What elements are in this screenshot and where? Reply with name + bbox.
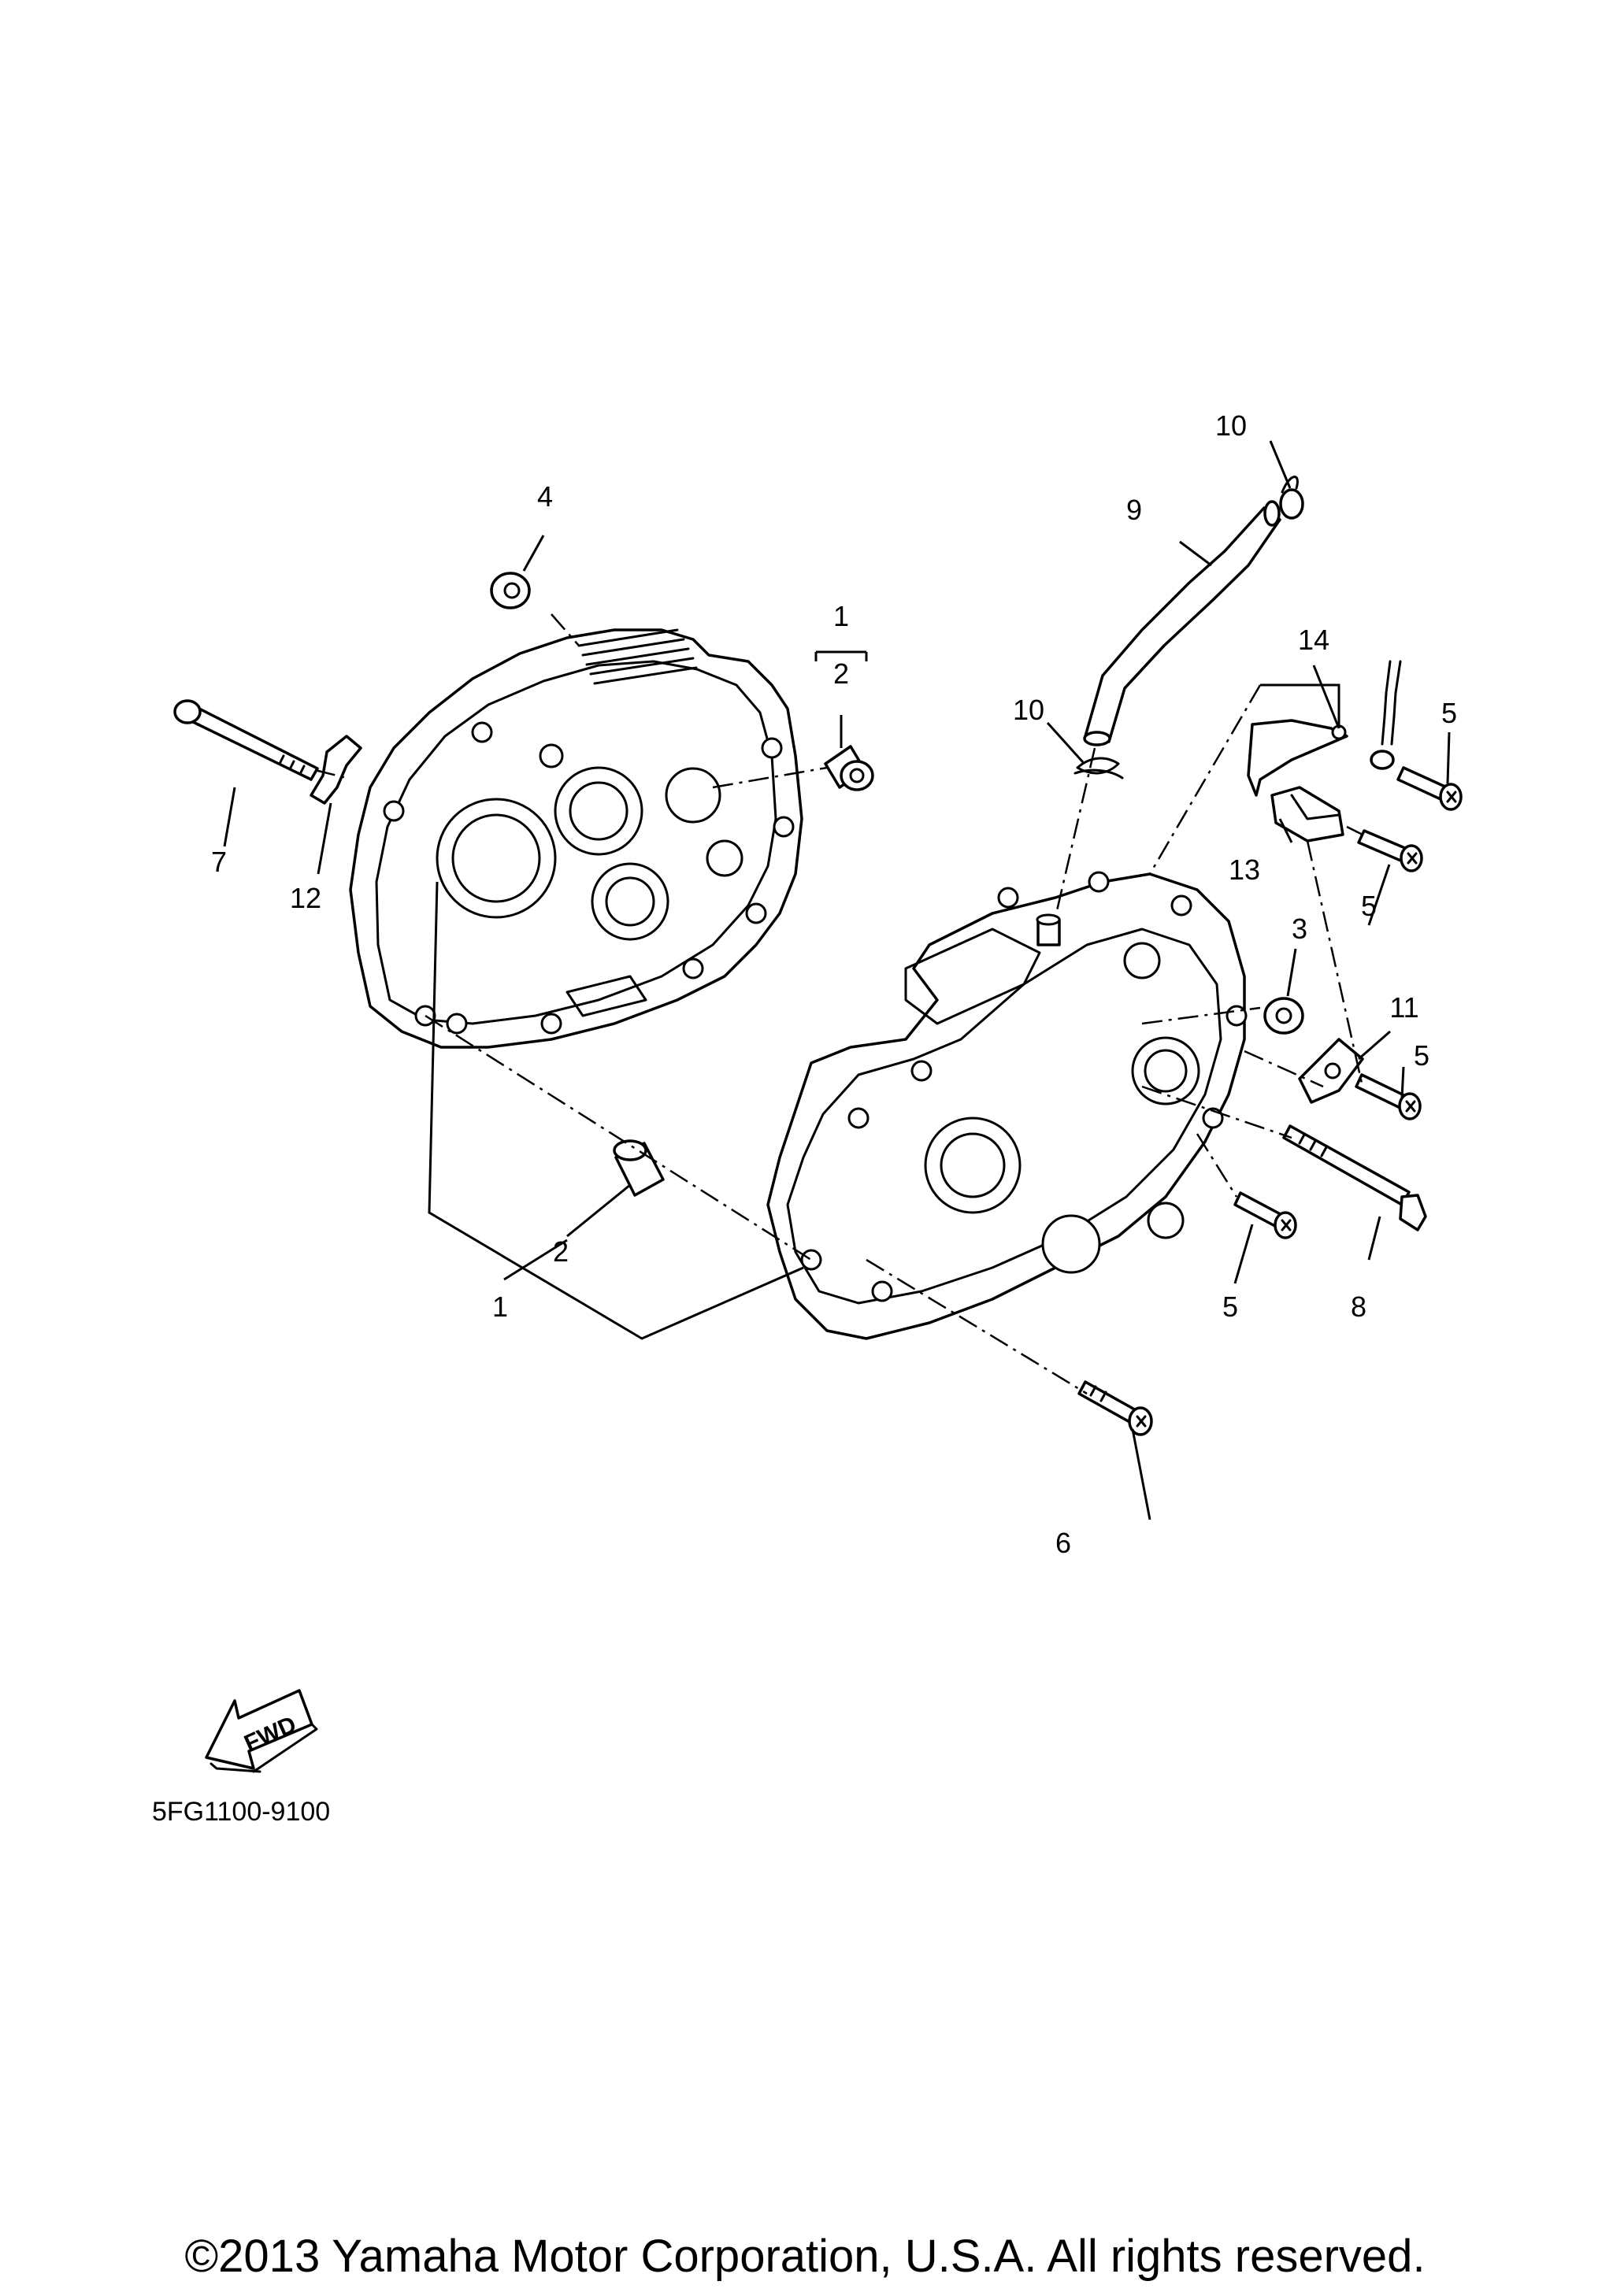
bolt-part-5-c <box>1355 1073 1422 1120</box>
lead-wire <box>1370 660 1402 770</box>
leader-lines <box>223 440 1451 1520</box>
callout-10-mid: 10 <box>1013 694 1044 726</box>
callout-14: 14 <box>1298 624 1329 656</box>
washer-part-4 <box>490 572 531 609</box>
callout-13: 13 <box>1229 854 1260 886</box>
callout-10-top: 10 <box>1215 409 1247 442</box>
callout-12: 12 <box>290 882 321 914</box>
left-crankcase-half <box>349 628 803 1049</box>
right-crankcase-half <box>766 871 1248 1340</box>
callout-labels: 1 2 1 2 3 4 5 5 5 5 6 7 8 9 10 10 11 12 … <box>211 409 1457 1559</box>
callout-5-c: 5 <box>1414 1039 1429 1072</box>
bracket-part-14 <box>1247 719 1348 797</box>
callout-5-b: 5 <box>1361 890 1377 922</box>
callout-1-top: 1 <box>833 600 849 632</box>
bolt-part-6 <box>1077 1380 1153 1436</box>
callout-5-a: 5 <box>1441 697 1457 729</box>
dowel-pin-part-2-top <box>824 745 874 791</box>
callout-5-d: 5 <box>1222 1291 1238 1323</box>
callout-7: 7 <box>211 846 227 878</box>
bolt-part-5-d <box>1233 1191 1297 1239</box>
washer-part-3 <box>1263 997 1304 1035</box>
callout-11: 11 <box>1389 991 1418 1024</box>
callout-6: 6 <box>1055 1527 1071 1559</box>
hose-clip-part-10-top <box>1279 476 1304 520</box>
clamp-part-13 <box>1270 786 1344 842</box>
callout-8: 8 <box>1351 1291 1366 1323</box>
breather-hose-part-9 <box>1083 500 1281 746</box>
callout-1-bottom: 1 <box>492 1291 508 1323</box>
bolt-part-5-a <box>1396 766 1463 811</box>
callout-2-bottom: 2 <box>553 1235 569 1268</box>
bolt-part-8 <box>1282 1124 1427 1231</box>
callout-3: 3 <box>1292 913 1307 945</box>
diagram-part-code: 5FG1100-9100 <box>152 1797 330 1827</box>
callout-2-top: 2 <box>833 657 849 690</box>
callout-4: 4 <box>537 480 553 513</box>
forward-direction-arrow: FWD <box>205 1689 318 1773</box>
clip-part-12 <box>310 735 362 805</box>
bolt-part-7 <box>173 699 319 781</box>
callout-9: 9 <box>1126 494 1142 526</box>
dowel-pin-part-2-bottom <box>613 1139 665 1197</box>
plate-part-11 <box>1298 1038 1364 1104</box>
hose-clip-part-10-mid <box>1073 757 1124 780</box>
copyright-notice: ©2013 Yamaha Motor Corporation, U.S.A. A… <box>184 2231 1425 2282</box>
